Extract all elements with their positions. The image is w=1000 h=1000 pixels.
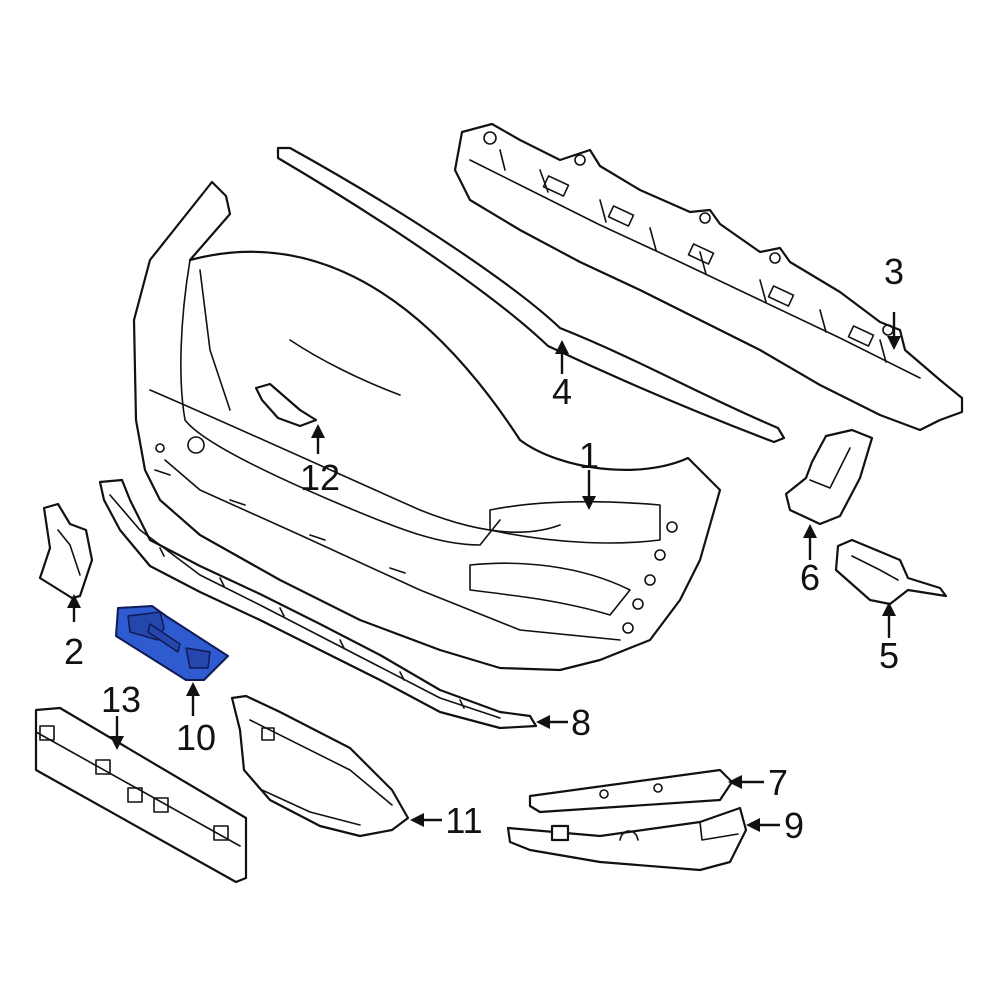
part-11-air-guide — [230, 694, 410, 838]
callout-9: 9 — [784, 805, 804, 846]
part-7-side-trim — [528, 768, 734, 814]
callout-3: 3 — [884, 251, 904, 292]
part-3-bumper-absorber — [453, 122, 964, 432]
part-12-emblem-bracket — [254, 382, 318, 428]
part-5-fog-bracket — [834, 538, 948, 606]
callout-labels: 1 2 3 4 5 6 7 8 9 10 11 12 13 — [64, 251, 904, 846]
callout-5: 5 — [879, 635, 899, 676]
part-9-side-cover — [506, 806, 748, 872]
callout-8: 8 — [571, 702, 591, 743]
callout-11: 11 — [445, 800, 482, 841]
part-4-upper-trim-strip — [276, 146, 786, 444]
callout-2: 2 — [64, 631, 84, 672]
part-13-license-plate-bracket — [34, 706, 248, 884]
callout-12: 12 — [300, 457, 340, 498]
part-6-side-bracket — [784, 428, 874, 526]
callout-13: 13 — [101, 679, 141, 720]
callout-4: 4 — [552, 371, 572, 412]
part-2-corner-bracket — [38, 502, 94, 600]
part-8-lower-lip-trim — [98, 478, 538, 730]
callout-7: 7 — [768, 762, 788, 803]
part-1-bumper-cover — [132, 180, 722, 672]
leader-lines — [67, 312, 901, 832]
callout-10: 10 — [176, 717, 216, 758]
callout-6: 6 — [800, 557, 820, 598]
callout-1: 1 — [579, 435, 599, 476]
part-10-undertray-bracket-highlighted — [115, 605, 229, 681]
